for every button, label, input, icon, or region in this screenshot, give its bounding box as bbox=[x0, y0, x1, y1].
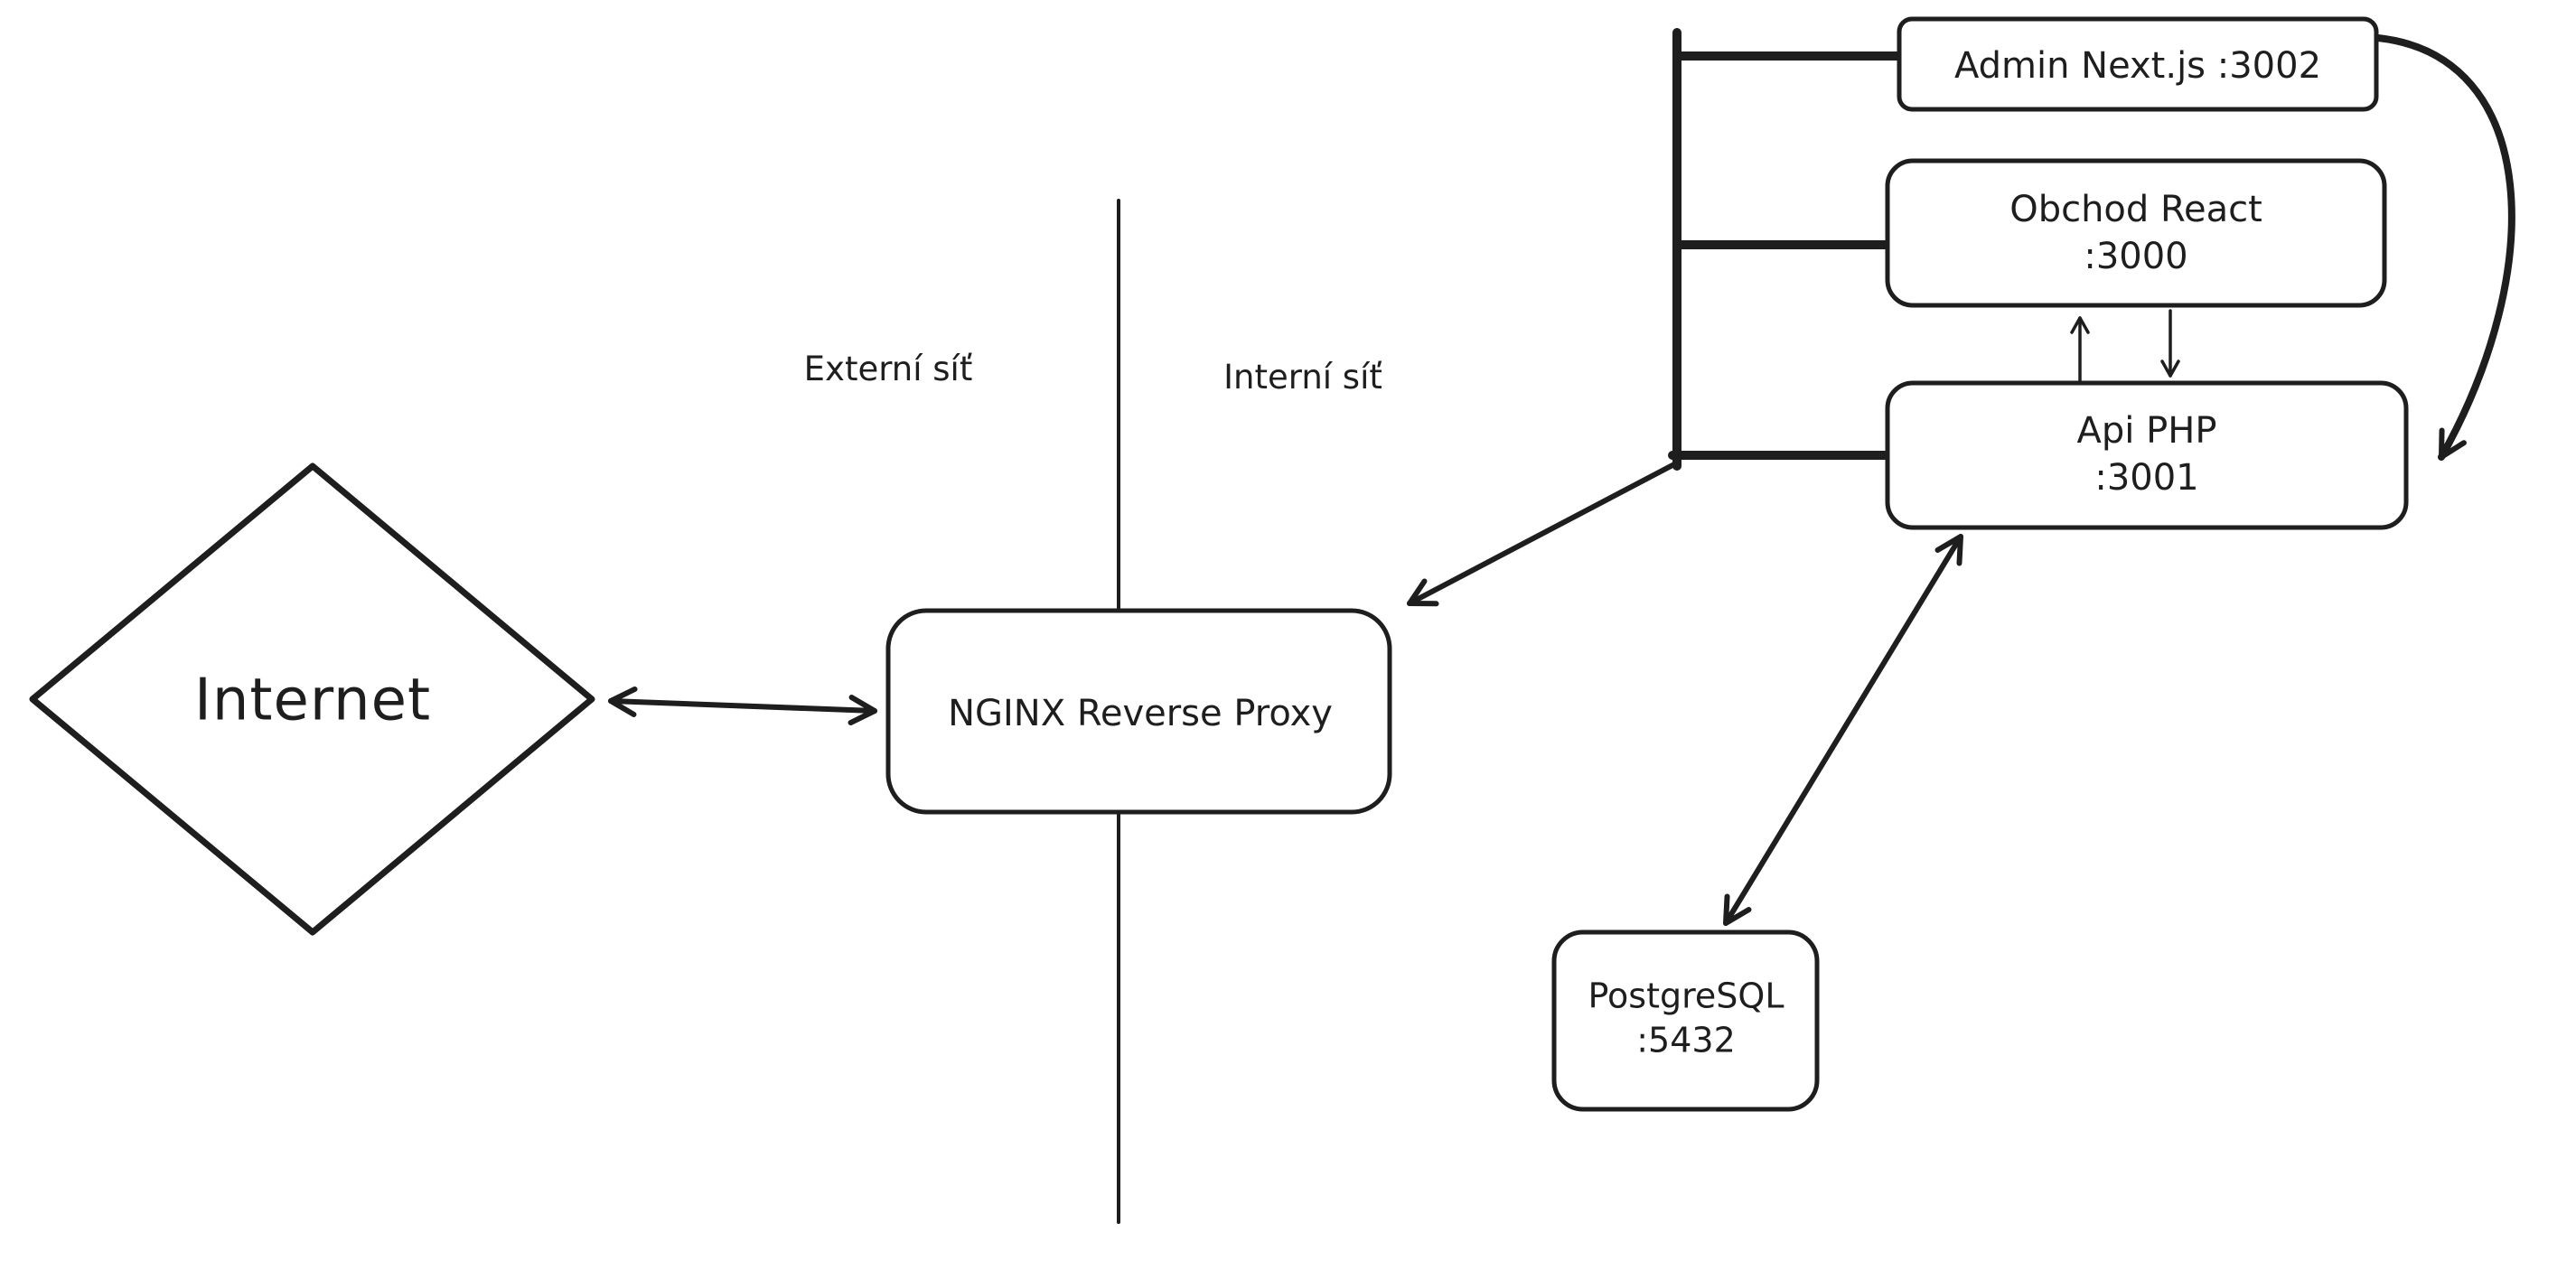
api-label: Api PHP :3001 bbox=[2077, 407, 2217, 501]
internet-label: Internet bbox=[193, 667, 432, 734]
api-label-line1: Api PHP bbox=[2076, 410, 2217, 452]
obchod-node-shape bbox=[1885, 158, 2387, 308]
obchod-label: Obchod React :3000 bbox=[2009, 186, 2262, 280]
internet-node-shape bbox=[29, 462, 595, 936]
internal-network-label: Interní síť bbox=[1223, 357, 1382, 397]
nginx-label: NGINX Reverse Proxy bbox=[948, 693, 1333, 734]
obchod-label-line1: Obchod React bbox=[2009, 189, 2262, 230]
arrow-internet-nginx bbox=[608, 686, 877, 726]
nginx-node-shape bbox=[885, 608, 1392, 815]
postgres-node-shape bbox=[1551, 929, 1820, 1112]
external-network-label: Externí síť bbox=[803, 349, 973, 388]
api-node-shape bbox=[1885, 380, 2409, 530]
obchod-label-line2: :3000 bbox=[2084, 236, 2188, 277]
admin-label: Admin Next.js :3002 bbox=[1953, 45, 2322, 87]
arrow-admin-to-api-curve bbox=[2375, 34, 2515, 461]
postgres-label-line2: :5432 bbox=[1636, 1021, 1736, 1060]
admin-node-shape bbox=[1897, 16, 2379, 112]
postgres-label-line1: PostgreSQL bbox=[1588, 976, 1784, 1016]
api-label-line2: :3001 bbox=[2094, 457, 2199, 499]
arrow-bus-to-nginx bbox=[1407, 462, 1677, 607]
arrow-api-postgres bbox=[1723, 534, 1963, 926]
postgres-label: PostgreSQL :5432 bbox=[1588, 975, 1784, 1064]
